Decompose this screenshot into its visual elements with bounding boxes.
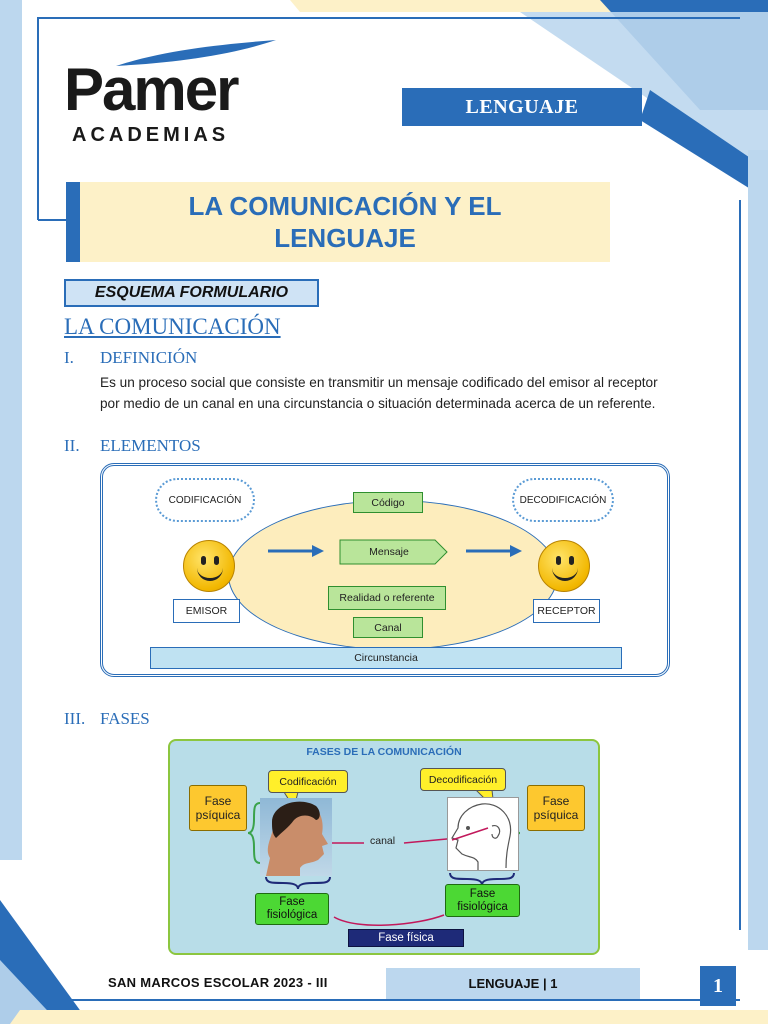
referente-box: Realidad o referente bbox=[328, 586, 446, 610]
page-title-line1: LA COMUNICACIÓN Y EL bbox=[188, 191, 502, 221]
page-title-line2: LENGUAJE bbox=[274, 223, 416, 253]
definition-text: Es un proceso social que consiste en tra… bbox=[100, 372, 710, 414]
definition-line-1: Es un proceso social que consiste en tra… bbox=[100, 375, 658, 390]
fase-psiquica-left-line1: Fase bbox=[204, 794, 232, 808]
page-title: LA COMUNICACIÓN Y EL LENGUAJE bbox=[80, 190, 610, 254]
fase-fisiologica-right-line2: fisiológica bbox=[457, 900, 508, 913]
section-heading-definicion: DEFINICIÓN bbox=[100, 348, 198, 367]
brace-shapes bbox=[247, 802, 521, 926]
fase-fisiologica-right-line1: Fase bbox=[469, 887, 496, 900]
fase-fisica-box: Fase física bbox=[348, 929, 464, 947]
decodificacion-callout: Decodificación bbox=[420, 768, 506, 791]
section-title: LA COMUNICACIÓN bbox=[64, 314, 281, 339]
fases-diagram-title: FASES DE LA COMUNICACIÓN bbox=[306, 746, 462, 758]
page-number: 1 bbox=[700, 966, 736, 1006]
fase-psiquica-right-line2: psíquica bbox=[533, 808, 579, 822]
mensaje-arrow-shape bbox=[339, 539, 448, 565]
section-number-3: III. bbox=[64, 709, 86, 728]
logo-swoosh-icon bbox=[116, 40, 276, 66]
fase-psiquica-left-line2: psíquica bbox=[195, 808, 241, 822]
receptor-head-image bbox=[447, 797, 519, 871]
logo-subtitle: ACADEMIAS bbox=[72, 124, 230, 146]
codificacion-cloud: CODIFICACIÓN bbox=[155, 478, 255, 522]
title-background bbox=[66, 182, 610, 262]
codificacion-callout: Codificación bbox=[268, 770, 348, 793]
fase-fisiologica-left-line2: fisiológica bbox=[266, 909, 318, 921]
circunstancia-bar: Circunstancia bbox=[150, 647, 622, 669]
fase-fisiologica-right: Fase fisiológica bbox=[445, 884, 520, 917]
section-number-1: I. bbox=[64, 348, 74, 367]
fase-psiquica-right-line1: Fase bbox=[542, 794, 570, 808]
emisor-head-image bbox=[260, 798, 332, 876]
logo-text: Pamer bbox=[64, 56, 239, 123]
footer-subject-bar: LENGUAJE | 1 bbox=[386, 968, 640, 999]
fases-diagram bbox=[168, 739, 600, 955]
receptor-smiley-icon bbox=[538, 540, 590, 592]
fase-fisiologica-left-line1: Fase bbox=[279, 896, 305, 908]
title-accent-bar bbox=[66, 182, 80, 262]
esquema-label: ESQUEMA FORMULARIO bbox=[64, 279, 319, 307]
receptor-box: RECEPTOR bbox=[533, 599, 600, 623]
footer-series-label: SAN MARCOS ESCOLAR 2023 - III bbox=[108, 975, 328, 990]
section-heading-elementos: ELEMENTOS bbox=[100, 436, 201, 455]
emisor-box: EMISOR bbox=[173, 599, 240, 623]
section-number-2: II. bbox=[64, 436, 80, 455]
fase-psiquica-left: Fase psíquica bbox=[189, 785, 247, 831]
definition-line-2: por medio de un canal en una circunstanc… bbox=[100, 396, 656, 411]
fase-fisiologica-left: Fase fisiológica bbox=[255, 893, 329, 925]
subject-banner: LENGUAJE bbox=[402, 88, 642, 126]
section-heading-fases: FASES bbox=[100, 709, 150, 728]
decodificacion-cloud: DECODIFICACIÓN bbox=[512, 478, 614, 522]
pamer-logo: Pamer ACADEMIAS bbox=[60, 40, 280, 150]
fase-psiquica-right: Fase psíquica bbox=[527, 785, 585, 831]
arrow-right-icon bbox=[466, 545, 522, 557]
mensaje-label: Mensaje bbox=[369, 546, 409, 558]
canal-box: Canal bbox=[353, 617, 423, 638]
arrow-right-icon bbox=[268, 545, 324, 557]
codigo-box: Código bbox=[353, 492, 423, 513]
emisor-smiley-icon bbox=[183, 540, 235, 592]
canal-label: canal bbox=[370, 835, 396, 847]
